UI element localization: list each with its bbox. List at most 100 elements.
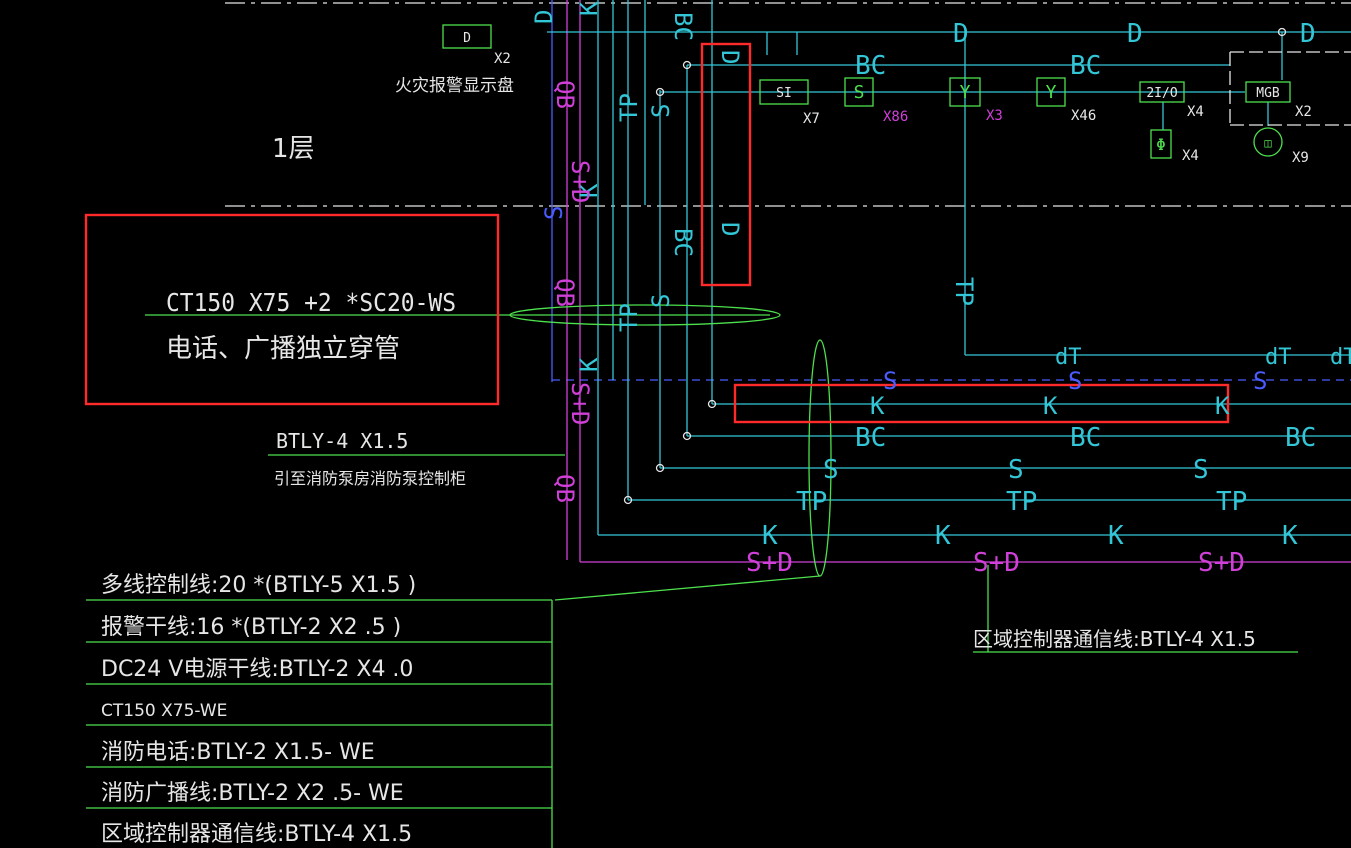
si-qty: X7: [803, 111, 820, 127]
bus-label-k: K: [1108, 521, 1124, 551]
legend-item: DC24 V电源干线:BTLY-2 X4 .0: [101, 657, 413, 682]
legend-item: 消防广播线:BTLY-2 X2 .5- WE: [101, 781, 404, 806]
bus-label-bc: BC: [1070, 51, 1101, 81]
legend-item: 多线控制线:20 *(BTLY-5 X1.5 ): [101, 573, 416, 598]
magenta-risers: [566, 0, 1351, 563]
riser-label-k: K: [575, 1, 603, 16]
bus-label-tp: TP: [1216, 487, 1247, 517]
cyan-risers: [547, 0, 1351, 536]
mgb-label: MGB: [1256, 86, 1280, 101]
bus-label-k: K: [762, 521, 778, 551]
legend: 多线控制线:20 *(BTLY-5 X1.5 ) 报警干线:16 *(BTLY-…: [101, 573, 416, 847]
riser-label-tp: TP: [615, 303, 643, 332]
area-comm-label: 区域控制器通信线:BTLY-4 X1.5: [973, 627, 1256, 651]
mgb-box[interactable]: [1245, 81, 1291, 103]
blue-trunk: [551, 0, 1351, 382]
floor-label: 1层: [272, 134, 315, 164]
bus-label-s: S: [1068, 367, 1082, 395]
si-box[interactable]: [759, 79, 809, 105]
riser-label-tp: TP: [950, 277, 978, 306]
bus-label-s: S: [1193, 455, 1209, 485]
riser-labels: K K K BC BC TP TP TP S S S QB QB QB S+D …: [530, 1, 978, 503]
riser-label-s: S: [647, 294, 675, 308]
smoke-qty: X3: [986, 108, 1003, 124]
bus-label-k: K: [935, 521, 951, 551]
bus-label-d: D: [1127, 19, 1143, 49]
riser-label-bc: BC: [669, 228, 697, 257]
bus-label-sd: S+D: [746, 548, 793, 578]
riser-label-d: D: [530, 10, 558, 24]
panel-qty: X2: [494, 51, 511, 67]
bus-label-tp: TP: [796, 487, 827, 517]
bus-label-k: K: [1043, 392, 1058, 420]
bus-label-d: D: [1300, 19, 1316, 49]
bus-label-tp: TP: [1006, 487, 1037, 517]
conduit-spec: CT150 X75 +2 *SC20-WS: [166, 288, 456, 317]
phi-qty: X4: [1182, 148, 1199, 164]
conduit-note: 电话、广播独立穿管: [166, 334, 400, 364]
riser-label-qb: QB: [551, 278, 579, 307]
legend-item: 消防电话:BTLY-2 X1.5- WE: [101, 740, 375, 765]
io-qty: X4: [1187, 104, 1204, 120]
phi-module[interactable]: [1150, 129, 1172, 159]
bus-label-k: K: [1215, 392, 1230, 420]
io-label: 2I/O: [1146, 86, 1177, 101]
heat-qty: X46: [1071, 108, 1096, 124]
heat-detector[interactable]: [1036, 77, 1066, 107]
s-box-qty: X86: [883, 109, 908, 125]
bus-label-bc: BC: [855, 423, 886, 453]
bus-label-tp: dT: [1055, 345, 1082, 370]
speaker-symbol[interactable]: [1253, 127, 1283, 157]
smoke-label: Y: [960, 82, 971, 103]
s-box[interactable]: [844, 77, 874, 107]
riser-label-sd: S+D: [566, 160, 594, 203]
pump-cable: BTLY-4 X1.5: [276, 429, 408, 453]
display-panel-box[interactable]: [442, 24, 492, 49]
smoke-detector[interactable]: [949, 77, 981, 107]
phi-label: Φ: [1156, 135, 1166, 154]
riser-label-bc: BC: [669, 12, 697, 41]
heat-label: Y: [1046, 82, 1057, 103]
bus-label-k: K: [870, 392, 885, 420]
bus-label-d: D: [953, 19, 969, 49]
panel-box-label: D: [463, 31, 471, 46]
bus-label-s: S: [1008, 455, 1024, 485]
red-highlights: [84, 42, 1230, 424]
diagram-text: 1层 D X2 火灾报警显示盘 CT150 X75 +2 *SC20-WS 电话…: [101, 1, 1351, 847]
speaker-qty: X9: [1292, 150, 1309, 166]
riser-label-k: K: [575, 357, 603, 372]
io-module[interactable]: [1139, 81, 1185, 103]
mgb-dashed-frame: [1229, 51, 1351, 126]
bus-label-s: S: [1253, 367, 1267, 395]
legend-item: CT150 X75-WE: [101, 701, 227, 721]
riser-label-s: S: [540, 206, 568, 220]
green-leaders: [86, 304, 1298, 848]
speaker-label: ◫: [1264, 136, 1272, 150]
riser-label-t: D: [716, 222, 744, 236]
riser-label-qb: QB: [551, 474, 579, 503]
riser-label-sd: S+D: [566, 382, 594, 425]
bus-label-k: K: [1282, 521, 1298, 551]
s-box-label: S: [854, 82, 865, 103]
legend-item: 区域控制器通信线:BTLY-4 X1.5: [101, 822, 412, 847]
panel-name: 火灾报警显示盘: [395, 76, 514, 96]
device-labels: SI X7 S X86 Y X3 Y X46 2I/O X4 Φ X4 MGB …: [776, 82, 1312, 166]
legend-item: 报警干线:16 *(BTLY-2 X2 .5 ): [101, 615, 401, 640]
bus-label-sd: S+D: [1198, 548, 1245, 578]
riser-label-tp: TP: [615, 93, 643, 122]
wiring-lines: [84, 0, 1351, 848]
pump-note: 引至消防泵房消防泵控制柜: [274, 469, 466, 488]
device-symbols: [442, 24, 1291, 159]
floor-divider-lines: [225, 2, 1351, 207]
bus-label-s: S: [883, 367, 897, 395]
si-label: SI: [776, 86, 792, 101]
bus-label-bc: BC: [1285, 423, 1316, 453]
riser-label-s: S: [647, 104, 675, 118]
bus-labels: D D D BC BC dT dT dT S S S K K K BC BC B…: [746, 19, 1351, 578]
bus-label-sd: S+D: [973, 548, 1020, 578]
bus-label-s: S: [823, 455, 839, 485]
mgb-qty: X2: [1295, 104, 1312, 120]
bus-label-bc: BC: [855, 51, 886, 81]
bus-label-tp: dT: [1330, 345, 1351, 370]
